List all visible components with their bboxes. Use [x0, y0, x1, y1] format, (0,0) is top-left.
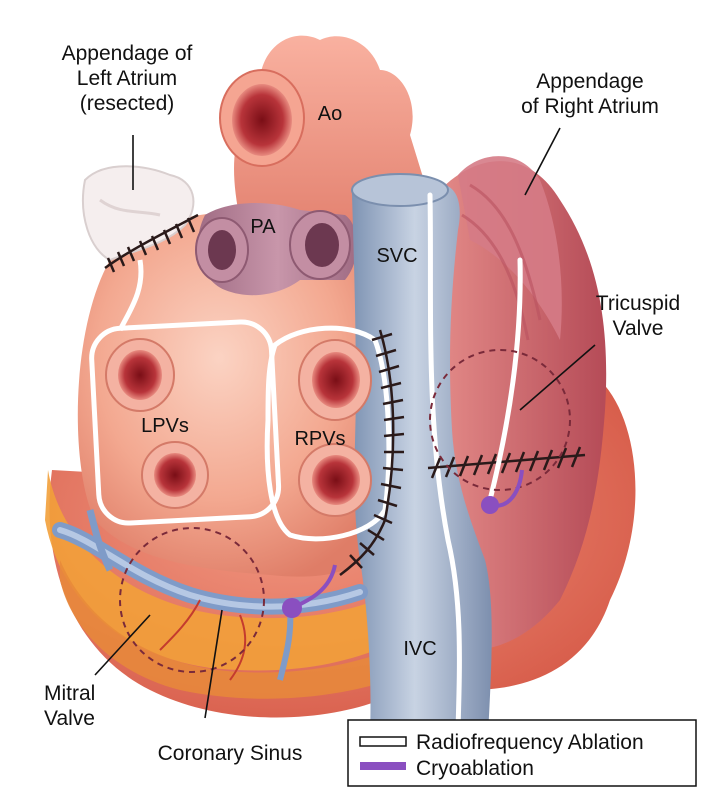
legend-swatch-cryo [360, 762, 406, 770]
rf-box-rpvs [264, 325, 392, 542]
laa-suture-stitches [106, 217, 196, 273]
label-tricuspid-line2: Valve [613, 317, 664, 340]
label-svc: SVC [376, 245, 417, 267]
legend-box [347, 719, 697, 787]
label-ao: Ao [318, 103, 342, 125]
leader-lines [94, 127, 596, 719]
rpv-upper [298, 339, 372, 421]
label-lpvs: LPVs [141, 415, 189, 437]
legend-label-rf: Radiofrequency Ablation [416, 731, 644, 754]
lpv-upper [105, 338, 175, 412]
right-atrial-appendage [458, 156, 562, 340]
rf-line-cava [427, 192, 462, 733]
label-mitral-line2: Valve [44, 707, 95, 730]
right-atrium [430, 161, 607, 650]
label-mitral-line1: Mitral [44, 682, 95, 705]
mitral-valve-outline [119, 527, 265, 673]
rf-line-right-atrium [487, 257, 523, 503]
label-tricuspid-line1: Tricuspid [596, 292, 680, 315]
coronary-fat-band-lower [60, 560, 390, 699]
atriotomy-suture-line [339, 329, 395, 576]
cryo-point-coronary-sinus [282, 598, 302, 618]
label-laa-line3: (resected) [80, 92, 175, 115]
legend-label-cryo: Cryoablation [416, 757, 534, 780]
label-rpvs: RPVs [294, 428, 345, 450]
atriotomy-stitches [349, 332, 405, 569]
right-atriotomy-stitches [430, 446, 582, 479]
rf-connect-top [117, 259, 144, 332]
laa-suture-line [104, 213, 199, 270]
legend-swatch-rf [359, 736, 407, 747]
svc-opening [351, 173, 449, 207]
label-coronary-sinus: Coronary Sinus [158, 742, 303, 765]
label-raa-line2: of Right Atrium [521, 95, 659, 118]
label-laa-line1: Appendage of [62, 42, 193, 65]
label-raa-line1: Appendage [536, 70, 643, 93]
legend: Radiofrequency Ablation Cryoablation [347, 719, 697, 787]
label-ivc: IVC [403, 638, 436, 660]
label-laa-line2: Left Atrium [77, 67, 177, 90]
lpv-lower [141, 441, 209, 509]
tricuspid-valve-outline [429, 349, 571, 491]
coronary-fat-band [45, 470, 400, 671]
rpv-lower [298, 443, 372, 517]
cryo-point-tricuspid [481, 496, 499, 514]
rf-box-lpvs [89, 319, 282, 526]
label-pa: PA [250, 216, 276, 238]
